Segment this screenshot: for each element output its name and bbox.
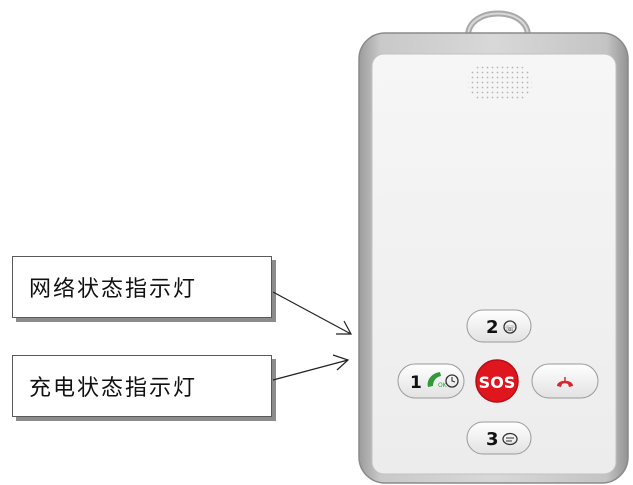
key-3-label: 3: [486, 429, 499, 450]
message-icon: [502, 432, 518, 446]
charging-arrow: [272, 354, 350, 381]
device-face: [371, 53, 617, 475]
clock-icon: [445, 374, 459, 388]
key-2-button[interactable]: 2 ☏: [466, 309, 532, 343]
answer-call-icon: [427, 372, 441, 387]
svg-text:OK: OK: [438, 382, 448, 389]
network-indicator-callout: 网络状态指示灯: [12, 256, 272, 318]
speaker-grille: [468, 66, 532, 100]
key-1-label: 1: [410, 373, 422, 393]
network-arrow: [272, 291, 353, 335]
hang-up-power-icon: [557, 380, 573, 387]
charging-indicator-callout: 充电状态指示灯: [12, 355, 272, 417]
phone-book-icon: [503, 320, 517, 334]
sos-label: SOS: [479, 373, 516, 392]
charging-indicator-label: 充电状态指示灯: [29, 376, 198, 401]
sos-button[interactable]: SOS: [475, 359, 519, 403]
key-3-button[interactable]: 3: [466, 421, 532, 455]
svg-text:☏: ☏: [505, 324, 515, 333]
network-indicator-label: 网络状态指示灯: [29, 277, 198, 302]
key-1-button[interactable]: 1 OK: [397, 363, 465, 399]
hang-up-button[interactable]: [531, 363, 599, 399]
key-2-label: 2: [486, 317, 499, 338]
